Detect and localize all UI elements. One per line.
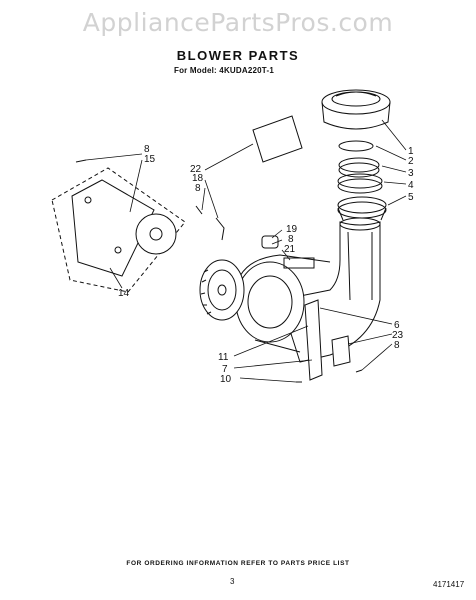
page-title: BLOWER PARTS	[176, 48, 300, 63]
callout-8c: 8	[288, 234, 294, 245]
callout-4: 4	[408, 180, 414, 191]
ordering-note: FOR ORDERING INFORMATION REFER TO PARTS …	[126, 560, 350, 567]
callout-18: 18	[192, 173, 204, 184]
callout-5: 5	[408, 192, 414, 203]
model-subtitle: For Model: 4KUDA220T-1	[174, 66, 274, 75]
callout-8b: 8	[195, 183, 201, 194]
gasket-plate	[252, 115, 303, 163]
motor-dashed-outline	[51, 167, 186, 293]
callout-19: 19	[286, 224, 298, 235]
callout-7: 7	[222, 364, 228, 375]
callout-8d: 8	[394, 340, 400, 351]
document-code: 4171417	[433, 580, 465, 589]
callout-23: 23	[392, 330, 404, 341]
callout-10: 10	[220, 374, 232, 385]
blower-housing	[235, 254, 331, 353]
callout-11: 11	[218, 352, 229, 363]
callout-3: 3	[408, 168, 414, 179]
bracket-23	[331, 335, 351, 367]
blower-cap	[321, 89, 391, 130]
watermark-text: AppliancePartsPros.com	[82, 8, 394, 37]
ring-5	[337, 196, 387, 214]
terminal-21	[283, 257, 315, 269]
motor-disc	[135, 213, 177, 255]
callout-6: 6	[394, 320, 400, 331]
callout-15: 15	[144, 154, 156, 165]
callout-21: 21	[284, 244, 296, 255]
ring-3	[338, 157, 380, 173]
ring-2	[338, 140, 374, 152]
ring-4	[337, 173, 383, 189]
callout-14: 14	[118, 288, 130, 299]
callout-22: 22	[190, 164, 202, 175]
page-number: 3	[230, 577, 235, 586]
callout-8a: 8	[144, 144, 150, 155]
switch-19	[261, 235, 279, 249]
blower-wheel	[199, 259, 245, 321]
callout-2: 2	[408, 156, 414, 167]
callout-1: 1	[408, 146, 414, 157]
